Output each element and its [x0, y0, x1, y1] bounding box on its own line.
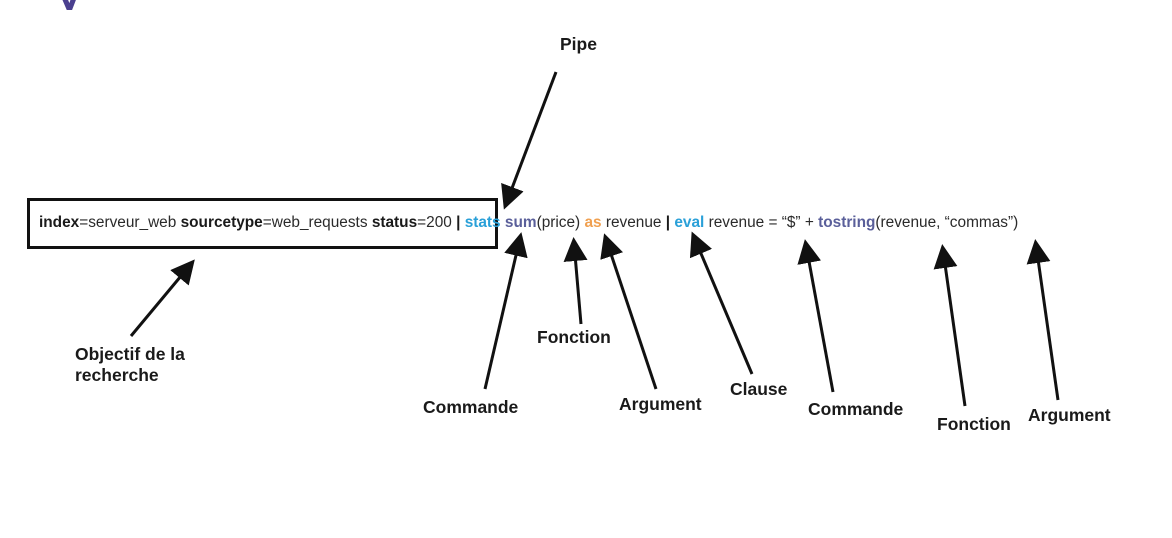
label-commande-2: Commande: [808, 399, 904, 419]
query-index-value: =serveur_web: [79, 214, 181, 231]
arrow-argument-1: [600, 233, 658, 390]
arrow-commande-1: [483, 232, 528, 390]
arrow-argument-2: [1026, 239, 1060, 401]
arrow-objectif: [129, 259, 195, 337]
label-argument-2: Argument: [1028, 405, 1111, 425]
corner-logo-fragment: y: [58, 0, 88, 10]
query-as-target: revenue: [601, 214, 666, 231]
arrow-commande-2: [797, 239, 835, 393]
query-index-keyword: index: [39, 214, 80, 231]
query-tostring-function: tostring: [818, 214, 876, 231]
label-fonction-2: Fonction: [937, 414, 1011, 434]
label-fonction-1: Fonction: [537, 327, 611, 347]
arrow-pipe: [501, 71, 558, 210]
splunk-query: index=serveur_web sourcetype=web_request…: [39, 213, 1018, 233]
query-sourcetype-value: =web_requests: [262, 214, 372, 231]
query-sourcetype-keyword: sourcetype: [180, 214, 263, 231]
query-eval-command: eval: [674, 214, 705, 231]
query-stats-command: stats: [464, 214, 501, 231]
query-as-clause: as: [584, 214, 602, 231]
query-tostring-arguments: (revenue, “commas”): [875, 214, 1019, 231]
label-commande-1: Commande: [423, 397, 519, 417]
query-status-value: =200: [417, 214, 452, 231]
label-objectif-recherche: Objectif de la recherche: [75, 344, 185, 385]
query-pipe-2: |: [665, 214, 675, 231]
query-pipe-1: |: [451, 214, 465, 231]
query-sum-function: sum: [504, 214, 537, 231]
arrow-fonction-1: [563, 237, 588, 325]
label-clause: Clause: [730, 379, 788, 399]
arrow-fonction-2: [933, 244, 967, 407]
query-eval-expression: revenue = “$” +: [704, 214, 819, 231]
query-status-keyword: status: [371, 214, 418, 231]
label-argument-1: Argument: [619, 394, 702, 414]
search-objective-box: [27, 198, 498, 249]
arrow-clause: [689, 231, 754, 375]
query-sum-argument: (price): [536, 214, 585, 231]
label-pipe: Pipe: [560, 34, 597, 54]
